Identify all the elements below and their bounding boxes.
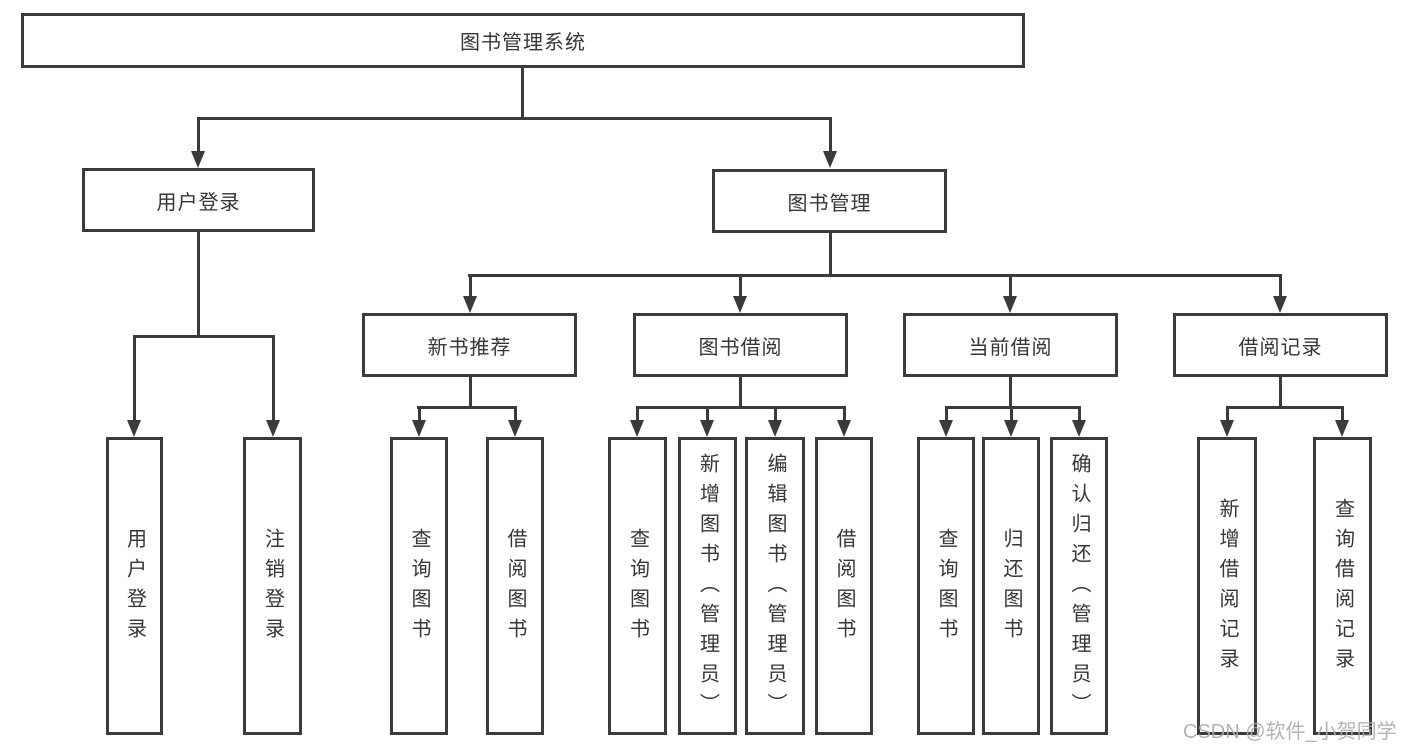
arrowhead-down-icon xyxy=(1225,406,1229,420)
edge-line xyxy=(521,68,524,118)
arrowhead-down-icon xyxy=(944,406,948,420)
arrowhead-down-icon xyxy=(271,335,275,420)
leaf-return-books: 归还图书 xyxy=(982,437,1040,735)
arrowhead-down-icon xyxy=(1077,406,1081,420)
arrowhead-down-icon xyxy=(842,406,846,420)
edge-line xyxy=(197,117,831,120)
edge-line xyxy=(196,232,200,336)
leaf-borrow-books-recommend: 借阅图书 xyxy=(486,437,544,735)
arrowhead-down-icon xyxy=(738,274,742,296)
arrowhead-down-icon xyxy=(1008,274,1012,296)
node-new-book-recommend: 新书推荐 xyxy=(362,313,577,377)
node-book-management: 图书管理 xyxy=(712,169,947,233)
edge-line xyxy=(1008,377,1012,407)
node-current-borrowing: 当前借阅 xyxy=(903,313,1118,377)
edge-line xyxy=(738,377,742,407)
arrowhead-down-icon xyxy=(132,335,136,420)
leaf-add-books-admin: 新增图书（管理员） xyxy=(678,437,737,735)
arrowhead-down-icon xyxy=(635,406,639,420)
leaf-add-borrow-record: 新增借阅记录 xyxy=(1197,437,1257,735)
arrowhead-down-icon xyxy=(828,117,832,151)
arrowhead-down-icon xyxy=(1009,406,1013,420)
node-library-management-system: 图书管理系统 xyxy=(21,13,1025,68)
arrowhead-down-icon xyxy=(705,406,709,420)
node-borrowing-records: 借阅记录 xyxy=(1173,313,1388,377)
edge-line xyxy=(468,377,472,407)
arrowhead-down-icon xyxy=(773,406,777,420)
leaf-query-borrow-record: 查询借阅记录 xyxy=(1313,437,1372,735)
watermark: CSDN @软件_小贺同学 xyxy=(1183,721,1397,743)
arrowhead-down-icon xyxy=(1340,406,1344,420)
leaf-query-books-current: 查询图书 xyxy=(917,437,975,735)
edge-line xyxy=(828,233,832,276)
leaf-confirm-return-admin: 确认归还（管理员） xyxy=(1050,437,1108,735)
arrowhead-down-icon xyxy=(468,274,472,296)
leaf-edit-books-admin: 编辑图书（管理员） xyxy=(745,437,805,735)
leaf-query-books-recommend: 查询图书 xyxy=(390,437,448,735)
leaf-logout: 注销登录 xyxy=(243,437,302,735)
node-user-login: 用户登录 xyxy=(82,168,315,232)
edge-line xyxy=(468,274,1282,277)
arrowhead-down-icon xyxy=(1278,274,1282,296)
arrowhead-down-icon xyxy=(513,406,517,420)
arrowhead-down-icon xyxy=(417,406,421,420)
edge-line xyxy=(1278,377,1282,407)
node-book-borrowing: 图书借阅 xyxy=(633,313,848,377)
leaf-query-books-borrowing: 查询图书 xyxy=(608,437,667,735)
leaf-user-login: 用户登录 xyxy=(106,437,163,735)
leaf-borrow-books: 借阅图书 xyxy=(815,437,873,735)
arrowhead-down-icon xyxy=(196,117,200,151)
edge-line xyxy=(417,406,517,409)
edge-line xyxy=(133,335,274,338)
edge-line xyxy=(1226,406,1343,409)
edge-line xyxy=(636,406,845,409)
edge-line xyxy=(945,406,1080,409)
